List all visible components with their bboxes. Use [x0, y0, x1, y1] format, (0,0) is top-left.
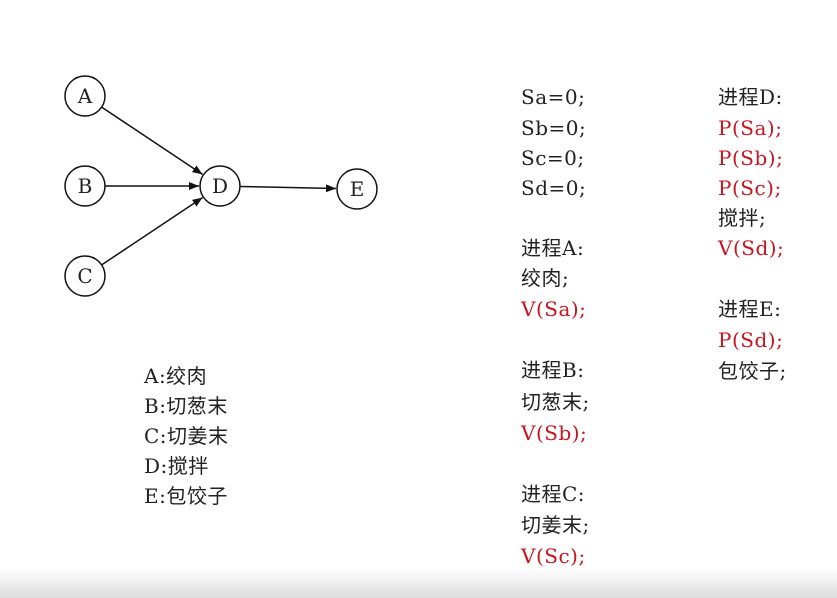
code-line: Sb=0;	[521, 116, 587, 140]
code-line: B:切葱末	[144, 394, 228, 418]
code-line: E:包饺子	[144, 484, 228, 508]
node-A	[64, 75, 106, 117]
node-D	[199, 165, 241, 207]
code-line: 切姜末;	[521, 513, 590, 537]
node-E	[336, 168, 378, 210]
node-label: B	[78, 174, 93, 198]
node-B	[64, 165, 106, 207]
code-line: D:搅拌	[144, 454, 209, 478]
code-line: Sc=0;	[521, 146, 585, 170]
edge-D-E	[239, 184, 337, 193]
code-line: C:切姜末	[144, 424, 229, 448]
code-line: V(Sa);	[521, 297, 587, 321]
code-line: P(Sc);	[718, 176, 782, 200]
code-line: P(Sb);	[718, 146, 784, 170]
code-line: 进程C:	[521, 482, 586, 506]
code-line: V(Sb);	[521, 421, 588, 445]
code-line: P(Sd);	[718, 328, 784, 352]
node-label: E	[350, 177, 365, 201]
edge-C-D	[101, 197, 203, 266]
code-line: Sd=0;	[521, 176, 587, 200]
code-line: A:绞肉	[144, 364, 208, 388]
code-line: 绞肉;	[521, 266, 570, 290]
code-line: 搅拌;	[718, 206, 767, 230]
code-line: 进程E:	[718, 297, 782, 321]
code-line: 包饺子;	[718, 359, 787, 383]
node-label: C	[77, 264, 92, 288]
code-line: 进程A:	[521, 236, 585, 260]
code-line: P(Sa);	[718, 116, 783, 140]
code-line: 切葱末;	[521, 390, 590, 414]
node-C	[64, 255, 106, 297]
code-line: Sa=0;	[521, 85, 586, 109]
code-line: 进程B:	[521, 358, 585, 382]
code-line: 进程D:	[718, 85, 783, 109]
code-line: V(Sd);	[718, 236, 785, 260]
bottom-bar	[0, 568, 837, 598]
node-label: A	[77, 84, 93, 108]
code-line: V(Sc);	[521, 544, 586, 568]
edge-A-D	[101, 106, 203, 175]
node-label: D	[212, 174, 228, 198]
